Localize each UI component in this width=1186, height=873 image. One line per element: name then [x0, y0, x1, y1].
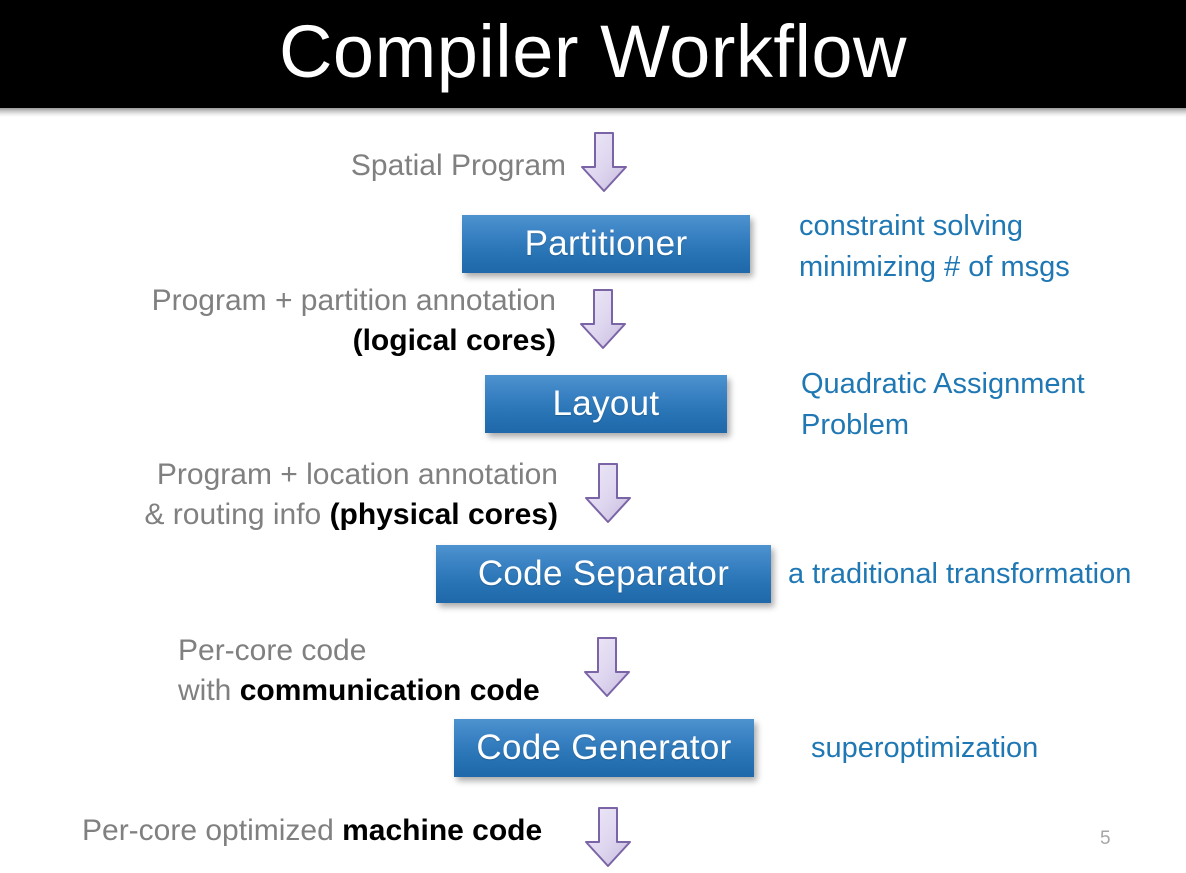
stage-box-label: Code Generator: [476, 728, 732, 767]
stage-box-label: Partitioner: [524, 224, 688, 263]
flow-label-plain: Per-core optimized: [82, 814, 343, 847]
stage-box-partitioner[interactable]: Partitioner: [462, 215, 750, 273]
flow-label-line: with communication code: [178, 671, 578, 711]
annotation-line: a traditional transformation: [788, 558, 1132, 590]
annotation-partitioner: constraint solving minimizing # of msgs: [799, 206, 1070, 288]
flow-label-line: Program + location annotation: [156, 458, 558, 491]
flow-label-program-location-annotation: Program + location annotation & routing …: [100, 455, 558, 535]
annotation-layout: Quadratic Assignment Problem: [801, 364, 1085, 446]
banner-divider: [0, 108, 1186, 117]
flow-label-line: Per-core code: [178, 634, 367, 667]
stage-box-layout[interactable]: Layout: [485, 375, 727, 433]
flow-label-line: Program + partition annotation: [151, 284, 556, 317]
stage-box-label: Code Separator: [477, 554, 730, 593]
arrow-to-partitioner: [579, 131, 629, 194]
annotation-line: minimizing # of msgs: [799, 251, 1070, 283]
flow-label-emphasis: machine code: [342, 814, 543, 847]
stage-box-code-separator[interactable]: Code Separator: [436, 545, 771, 603]
annotation-code-generator: superoptimization: [811, 728, 1038, 769]
flow-label-emphasis: (logical cores): [352, 324, 556, 357]
arrow-to-code-generator: [582, 636, 632, 699]
flow-label-line: & routing info (physical cores): [100, 495, 558, 535]
annotation-code-separator: a traditional transformation: [788, 554, 1131, 595]
page-number: 5: [1100, 828, 1111, 849]
flow-label-plain: with: [178, 674, 240, 707]
annotation-line: Problem: [801, 409, 909, 441]
flow-label-line: (logical cores): [100, 321, 556, 361]
title-banner: [0, 0, 1186, 108]
annotation-line: superoptimization: [811, 732, 1039, 764]
flow-label-program-partition-annotation: Program + partition annotation (logical …: [100, 281, 556, 361]
flow-label-line: Spatial Program: [350, 149, 566, 182]
page-title: Compiler Workflow: [278, 10, 908, 93]
flow-label-per-core-optimized-machine-code: Per-core optimized machine code: [82, 811, 582, 851]
flow-label-plain: & routing info: [144, 498, 330, 531]
arrow-to-code-separator: [583, 462, 633, 525]
flow-label-spatial-program: Spatial Program: [160, 146, 566, 186]
arrow-to-layout: [578, 288, 628, 351]
stage-box-code-generator[interactable]: Code Generator: [454, 719, 754, 777]
flow-label-per-core-code: Per-core code with communication code: [178, 631, 578, 711]
annotation-line: constraint solving: [799, 210, 1024, 242]
flow-label-emphasis: communication code: [239, 674, 540, 707]
stage-box-label: Layout: [552, 384, 660, 423]
flow-label-emphasis: (physical cores): [329, 498, 558, 531]
flow-label-line: Per-core optimized machine code: [82, 811, 582, 851]
arrow-output: [583, 806, 633, 869]
annotation-line: Quadratic Assignment: [801, 368, 1085, 400]
